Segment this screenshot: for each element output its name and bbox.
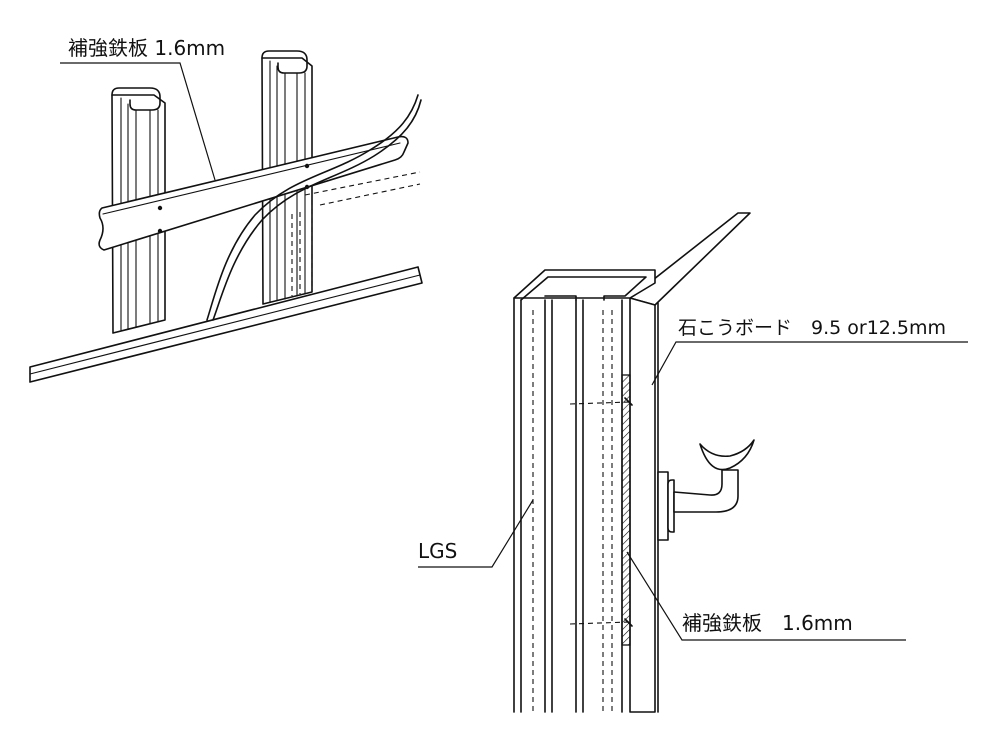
lgs-channel [513, 269, 656, 713]
label-reinforcement-plate-section: 補強鉄板 1.6mm [682, 611, 853, 635]
label-reinforcement-plate-top: 補強鉄板 1.6mm [68, 36, 225, 60]
hidden-stud [291, 171, 421, 296]
bottom-rail [29, 266, 423, 383]
leader-top-plate [60, 62, 216, 181]
cable [206, 94, 422, 321]
leader-lgs [418, 499, 534, 568]
right-detail: 石こうボード 9.5 or12.5mm LGS 補強鉄板 1.6mm [418, 212, 968, 713]
top-left-detail: 補強鉄板 1.6mm [29, 36, 423, 383]
label-gypsum-board: 石こうボード 9.5 or12.5mm [678, 317, 946, 339]
leader-gypsum-board [651, 341, 968, 386]
label-lgs: LGS [418, 539, 457, 563]
gypsum-board [629, 212, 751, 713]
reinforcement-plate-top [98, 135, 409, 251]
reinforcement-plate-section [621, 374, 631, 646]
leader-reinforcement-plate [626, 551, 906, 641]
hook-fixture [657, 439, 755, 541]
